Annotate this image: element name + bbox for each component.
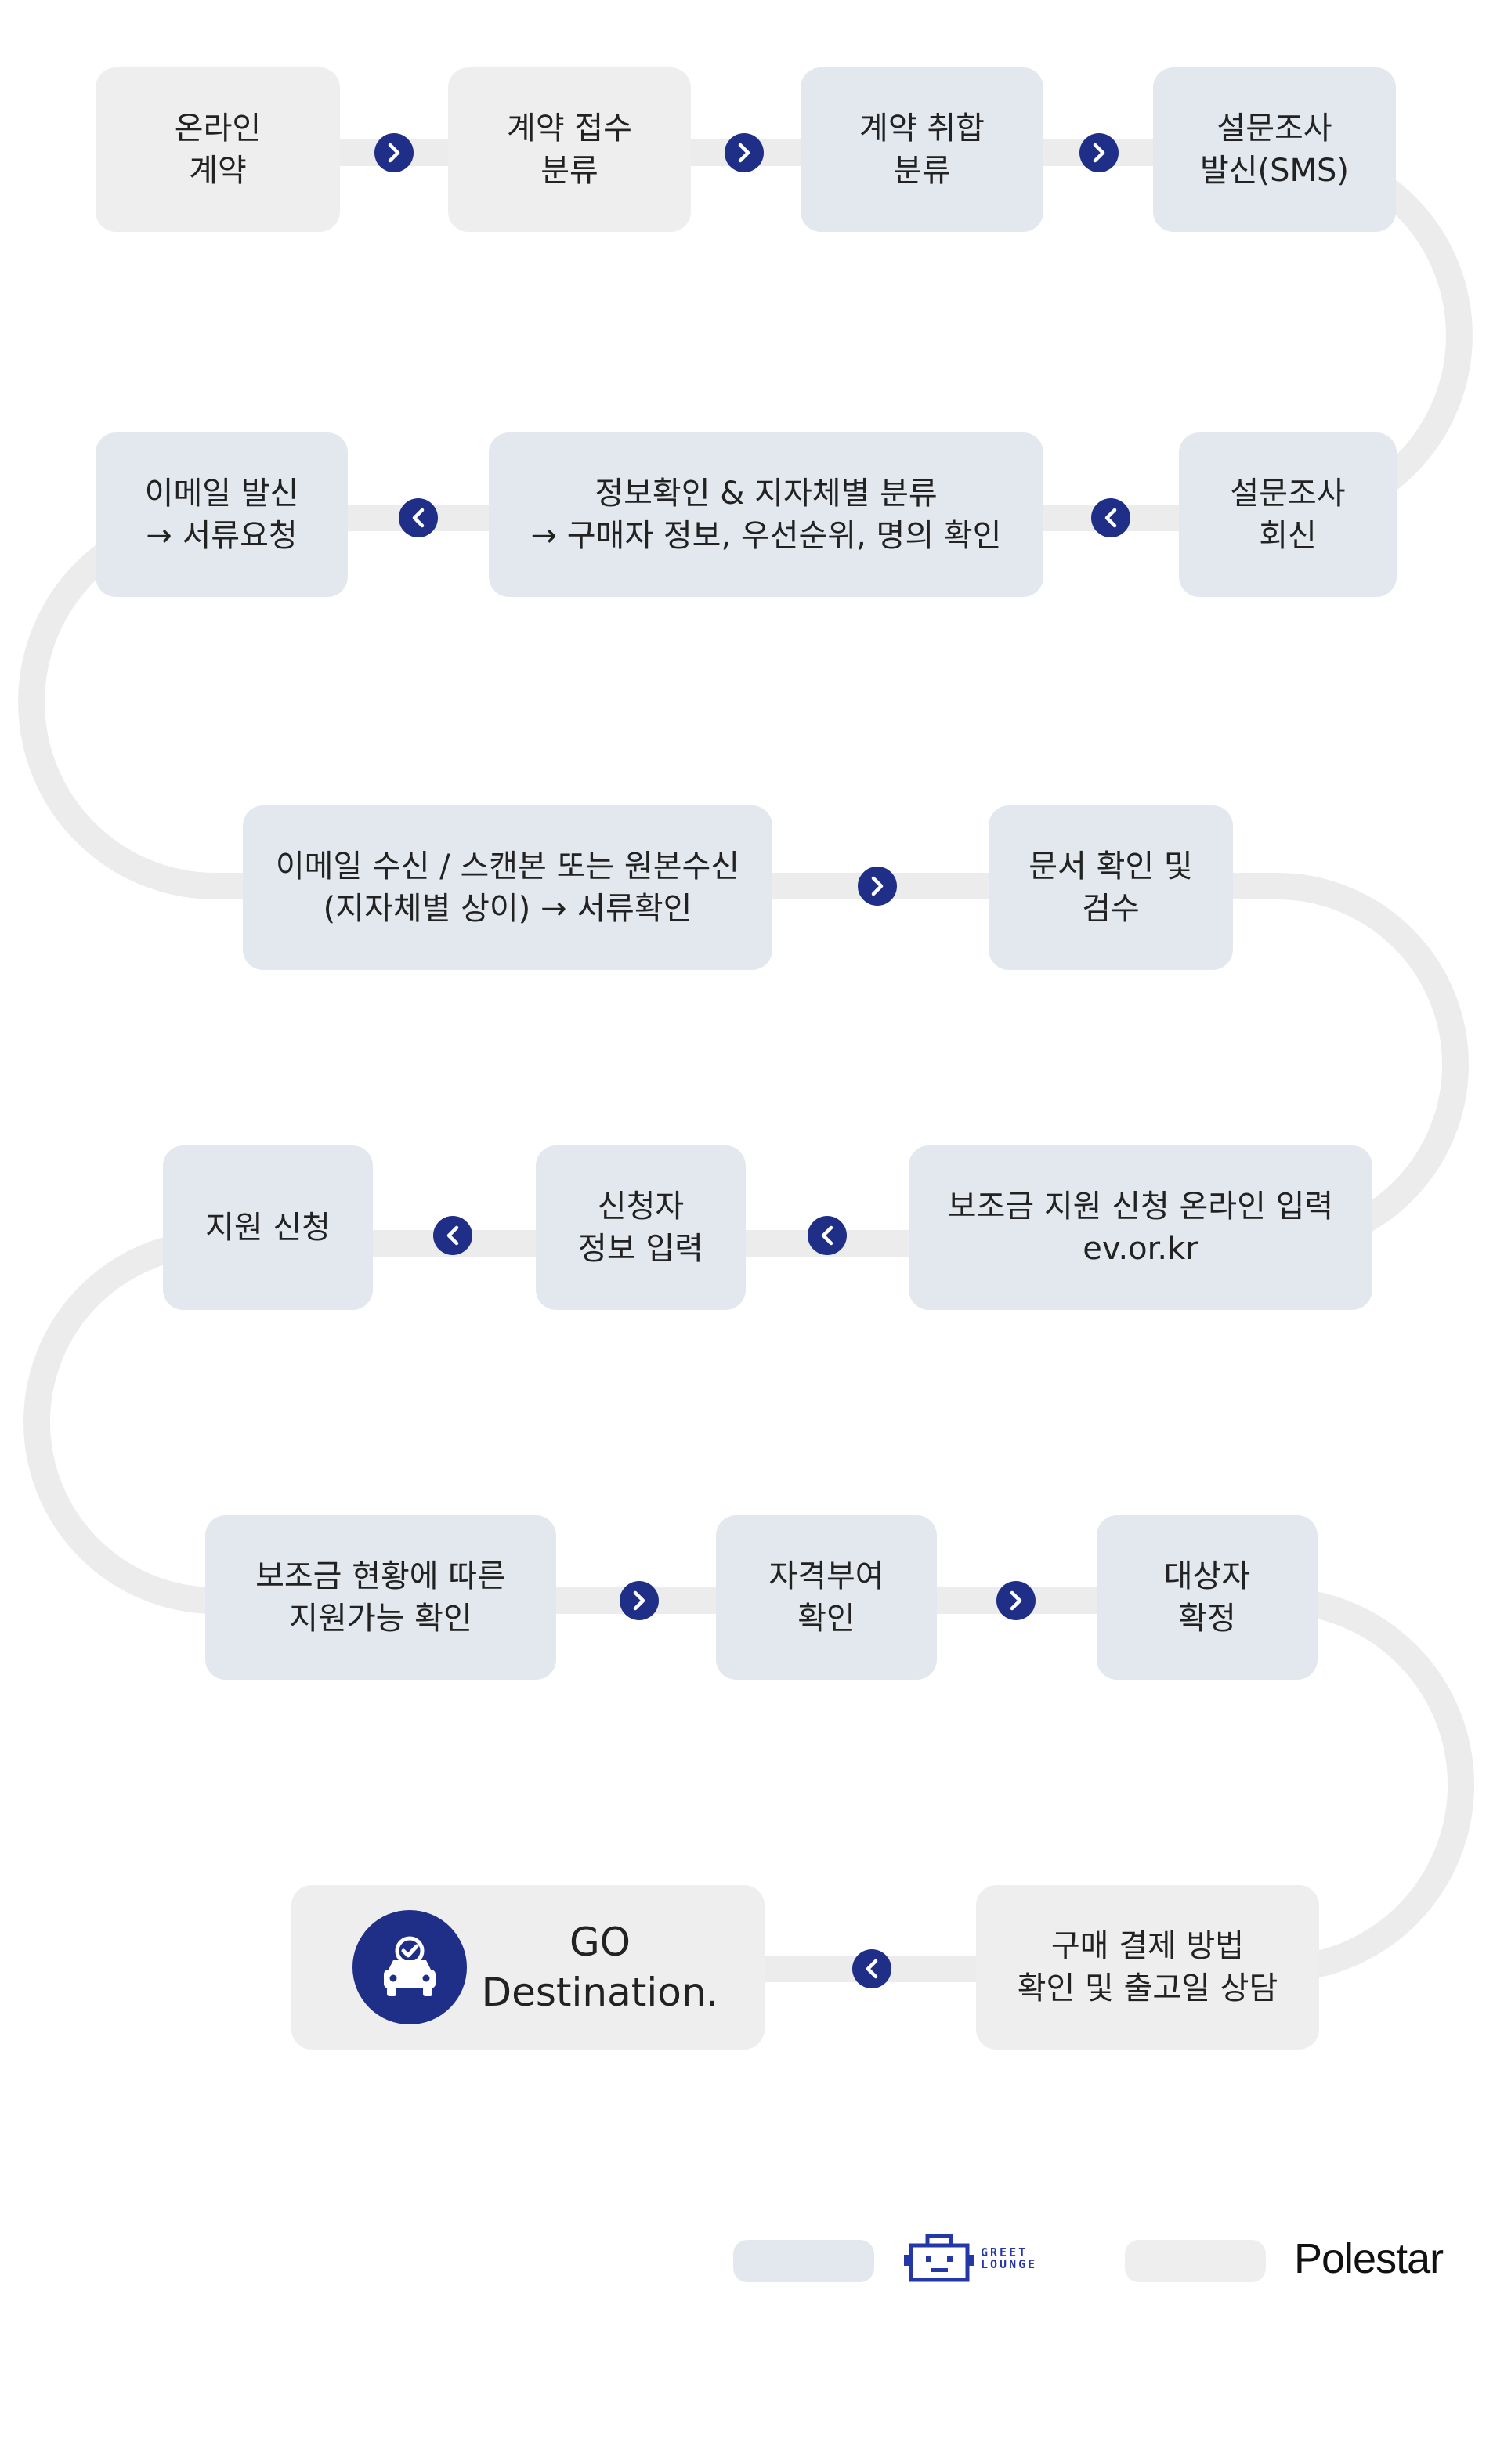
- step-applicant-info-line-1: 신청자: [597, 1189, 685, 1225]
- goal-label-line-2: Destination.: [481, 1970, 719, 2015]
- step-subsidy-status-line-1: 보조금 현황에 따른: [255, 1558, 506, 1594]
- greet-lounge-wordmark: GREET LOUNGE: [974, 2247, 1037, 2270]
- track-turn-4: [24, 1230, 229, 1614]
- polestar-wordmark: Polestar: [1294, 2235, 1444, 2282]
- legend-swatch-greet-lounge: [733, 2240, 874, 2282]
- step-contract-intake-line-2: 분류: [540, 153, 598, 189]
- chevron-right-icon: [996, 1581, 1036, 1620]
- step-email-send: 이메일 발신 → 서류요청: [96, 432, 348, 597]
- goal-step: GO Destination.: [291, 1885, 765, 2050]
- car-check-icon: [352, 1910, 467, 2024]
- chevron-left-icon: [808, 1216, 847, 1255]
- step-eligibility-line-1: 자격부여: [768, 1558, 884, 1594]
- step-online-contract-line-2: 계약: [189, 153, 247, 189]
- chevron-left-icon: [433, 1216, 472, 1255]
- step-support-apply-line-1: 지원 신청: [205, 1210, 331, 1246]
- lounge-text: LOUNGE: [981, 2257, 1038, 2271]
- step-subsidy-online-line-1: 보조금 지원 신청 온라인 입력: [947, 1189, 1334, 1225]
- step-survey-reply-line-2: 회신: [1259, 518, 1317, 554]
- step-contract-cancel-line-1: 계약 취합: [859, 110, 985, 147]
- chevron-right-icon: [725, 133, 764, 172]
- greet-text: GREET: [981, 2245, 1029, 2260]
- track-turn-5: [1264, 1587, 1474, 1982]
- robot-icon: [904, 2234, 974, 2282]
- goal-label-line-1: GO: [569, 1919, 631, 1965]
- step-payment-consult-line-2: 확인 및 출고일 상담: [1017, 1970, 1278, 2006]
- step-target-confirm-line-2: 확정: [1178, 1601, 1236, 1637]
- legend-swatch-polestar: [1125, 2240, 1266, 2282]
- step-email-receive-line-1: 이메일 수신 / 스캔본 또는 원본수신: [275, 848, 740, 885]
- chevron-left-icon: [1091, 498, 1130, 537]
- step-subsidy-status-line-2: 지원가능 확인: [289, 1601, 472, 1637]
- step-applicant-info-line-2: 정보 입력: [578, 1231, 703, 1267]
- step-email-receive: 이메일 수신 / 스캔본 또는 원본수신 (지자체별 상이) → 서류확인: [243, 805, 772, 970]
- step-email-receive-line-2: (지자체별 상이) → 서류확인: [323, 891, 692, 927]
- step-info-check: 정보확인 & 지자체별 분류 → 구매자 정보, 우선순위, 명의 확인: [489, 432, 1043, 597]
- step-survey-reply-line-1: 설문조사: [1230, 476, 1346, 512]
- goal-label: GO Destination.: [467, 1917, 765, 2017]
- step-target-confirm-line-1: 대상자: [1163, 1558, 1251, 1594]
- step-payment-consult-line-1: 구매 결제 방법: [1050, 1928, 1245, 1964]
- step-info-check-line-2: → 구매자 정보, 우선순위, 명의 확인: [530, 518, 1002, 554]
- step-doc-review-line-1: 문서 확인 및: [1029, 848, 1193, 885]
- chevron-left-icon: [852, 1949, 891, 1988]
- step-online-contract-line-1: 온라인: [174, 110, 262, 147]
- chevron-right-icon: [620, 1581, 659, 1620]
- step-contract-cancel-line-2: 분류: [893, 153, 951, 189]
- step-support-apply: 지원 신청: [163, 1145, 373, 1310]
- step-doc-review-line-2: 검수: [1082, 891, 1140, 927]
- step-survey-send-line-1: 설문조사: [1217, 110, 1332, 147]
- step-survey-send-line-2: 발신(SMS): [1199, 153, 1350, 189]
- step-contract-intake-line-1: 계약 접수: [507, 110, 632, 147]
- greet-lounge-logo: GREET LOUNGE: [904, 2233, 1037, 2285]
- chevron-right-icon: [858, 867, 897, 906]
- step-email-send-line-1: 이메일 발신: [144, 476, 299, 512]
- step-subsidy-online: 보조금 지원 신청 온라인 입력 ev.or.kr: [909, 1145, 1372, 1310]
- chevron-right-icon: [1079, 133, 1119, 172]
- step-info-check-line-1: 정보확인 & 지자체별 분류: [595, 476, 938, 512]
- step-subsidy-online-line-2: ev.or.kr: [1083, 1231, 1198, 1267]
- step-email-send-line-2: → 서류요청: [146, 518, 298, 554]
- step-eligibility-line-2: 확인: [797, 1601, 855, 1637]
- chevron-left-icon: [399, 498, 438, 537]
- chevron-right-icon: [374, 133, 414, 172]
